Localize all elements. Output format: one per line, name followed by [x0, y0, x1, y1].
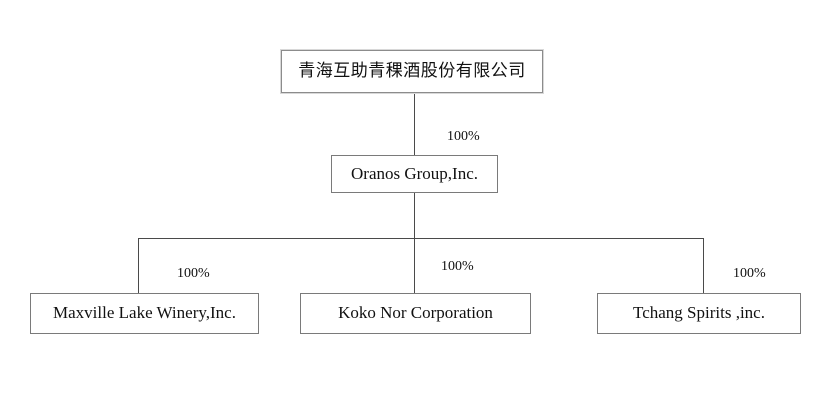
ownership-label-oranos-to-tchang: 100%: [733, 266, 766, 281]
org-node-maxville-lake-winery: Maxville Lake Winery,Inc.: [30, 293, 259, 334]
connector-subsidiary-bus: [138, 238, 704, 239]
ownership-label-root-to-oranos: 100%: [447, 129, 480, 144]
connector-oranos-to-koko: [414, 193, 415, 293]
org-node-parent-company-label: 青海互助青稞酒股份有限公司: [298, 61, 526, 82]
org-node-parent-company: 青海互助青稞酒股份有限公司: [281, 50, 543, 93]
org-node-tchang-spirits-label: Tchang Spirits ,inc.: [633, 303, 765, 323]
org-node-oranos-group: Oranos Group,Inc.: [331, 155, 498, 193]
connector-oranos-to-maxville: [138, 238, 139, 293]
org-node-tchang-spirits: Tchang Spirits ,inc.: [597, 293, 801, 334]
org-node-koko-nor-corporation-label: Koko Nor Corporation: [338, 303, 493, 323]
ownership-label-oranos-to-maxville: 100%: [177, 266, 210, 281]
ownership-label-oranos-to-koko: 100%: [441, 259, 474, 274]
connector-oranos-to-tchang: [703, 238, 704, 293]
org-node-koko-nor-corporation: Koko Nor Corporation: [300, 293, 531, 334]
org-node-oranos-group-label: Oranos Group,Inc.: [351, 163, 478, 183]
org-node-maxville-lake-winery-label: Maxville Lake Winery,Inc.: [53, 303, 236, 323]
connector-root-to-oranos: [414, 93, 415, 155]
